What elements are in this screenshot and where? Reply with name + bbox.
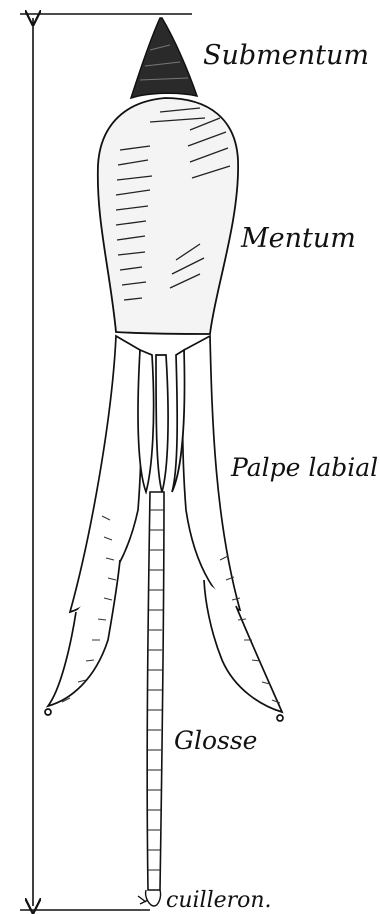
mentum-shape xyxy=(98,98,238,334)
mentum-label: Mentum xyxy=(241,225,356,252)
submentum-label: Submentum xyxy=(203,42,369,69)
palpe-labial-label: Palpe labial xyxy=(231,455,378,480)
glosse-shape xyxy=(147,492,164,890)
cuilleron-label: cuilleron. xyxy=(166,890,272,912)
submentum-shape xyxy=(131,18,197,98)
cuilleron-shape xyxy=(138,890,161,906)
glosse-label: Glosse xyxy=(174,728,257,753)
